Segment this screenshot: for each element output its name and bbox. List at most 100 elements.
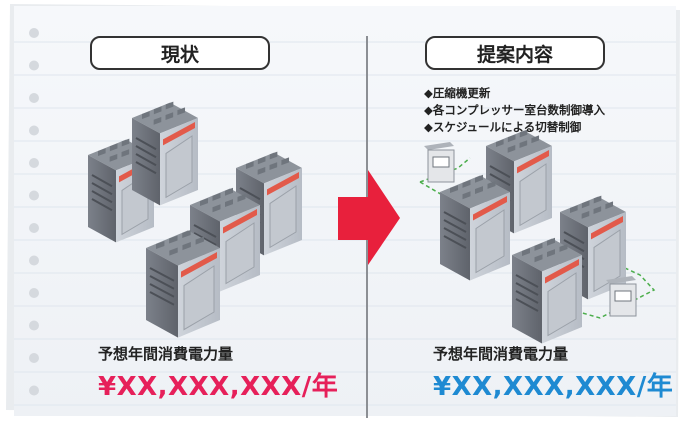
unit-vent (450, 185, 458, 193)
unit-vent (475, 174, 483, 183)
control-panel-icon (424, 142, 455, 183)
unit-vent (169, 235, 178, 244)
unit-side-grille (135, 153, 157, 167)
unit-side-grille (489, 173, 511, 187)
unit-side-grille (443, 235, 467, 249)
unit-vent (605, 201, 614, 210)
unit-vent (246, 161, 254, 170)
unit-vent (269, 162, 278, 170)
proposed-consumption-label: 予想年間消費電力量 (433, 345, 569, 363)
binder-hole (29, 28, 39, 38)
unit-front-panel (547, 272, 577, 337)
unit-side-grille (443, 219, 467, 233)
binder-hole (29, 255, 39, 266)
proposal-label: 提案内容 (425, 36, 605, 70)
unit-vent (212, 192, 221, 201)
unit-vent (496, 139, 504, 147)
binder-holes (29, 28, 39, 396)
unit-vent (534, 242, 543, 251)
unit-vent (547, 249, 555, 258)
network-line-3 (571, 261, 656, 319)
unit-indicator-stripe (517, 150, 549, 174)
unit-vent (109, 154, 118, 162)
unit-indicator-stripe (163, 122, 195, 146)
unit-side-grille (149, 283, 175, 298)
unit-side-grille (135, 145, 157, 159)
unit-vent (177, 107, 186, 116)
unit-vent (142, 111, 150, 119)
unit-side-grille (91, 198, 113, 212)
unit-indicator-stripe (223, 209, 257, 234)
right-arrow-icon (338, 170, 400, 265)
machines-layer (88, 101, 637, 344)
unit-front-panel (225, 222, 255, 285)
unit-vent (182, 229, 191, 238)
compressor-unit (88, 138, 154, 243)
unit-vent (257, 156, 266, 165)
unit-vent (507, 134, 516, 143)
unit-side-grille (489, 165, 511, 179)
unit-vent (109, 143, 118, 152)
unit-side-grille (193, 224, 217, 238)
binder-hole (29, 190, 39, 201)
unit-side-grille (91, 174, 113, 188)
unit-vent (522, 248, 530, 256)
panel-screen (614, 290, 632, 302)
unit-vent (581, 211, 590, 219)
unit-vent (153, 117, 162, 125)
unit-vent (581, 200, 590, 209)
unit-side-grille (135, 161, 157, 175)
unit-front-panel (475, 209, 505, 274)
unit-vent (570, 205, 578, 213)
unit-vent (475, 186, 483, 195)
panel-top (606, 276, 636, 284)
unit-side-grille (563, 231, 585, 245)
unit-vent (281, 157, 290, 166)
unit-vent (156, 240, 165, 249)
compressor-unit (512, 237, 582, 344)
current-consumption-value: ¥XX,XXX,XXX/年 (98, 372, 339, 402)
unit-vent (487, 180, 496, 189)
unit-vent (547, 237, 555, 246)
unit-vent (462, 191, 471, 200)
unit-vent (237, 193, 246, 202)
unit-vent (195, 236, 204, 245)
unit-indicator-stripe (545, 259, 579, 284)
unit-vent (534, 254, 543, 263)
unit-vent (200, 198, 208, 207)
current-state-label-text: 現状 (160, 43, 199, 66)
unit-side-grille (515, 290, 539, 304)
bullet-item: ◆スケジュールによる切替制御 (424, 120, 582, 134)
unit-indicator-stripe (181, 252, 217, 278)
unit-vent (593, 195, 602, 204)
binder-hole (29, 93, 39, 103)
current-consumption-label: 予想年間消費電力量 (98, 345, 234, 363)
unit-vent (269, 151, 278, 160)
unit-vent (462, 179, 471, 188)
binder-hole (29, 125, 39, 136)
proposal-bullets: ◆圧縮機更新 ◆各コンプレッサー室台数制御導入 ◆スケジュールによる切替制御 (424, 85, 605, 136)
unit-side-grille (91, 182, 113, 196)
unit-side-grille (563, 239, 585, 253)
binder-hole (29, 288, 39, 298)
unit-side-grille (443, 211, 467, 225)
bullet-item: ◆各コンプレッサー室台数制御導入 (424, 103, 605, 117)
unit-front-panel (593, 229, 621, 293)
unit-vent (153, 106, 162, 115)
unit-vent (257, 167, 266, 175)
unit-indicator-stripe (473, 196, 507, 221)
unit-indicator-stripe (591, 216, 623, 240)
compressor-unit (146, 229, 220, 338)
unit-side-grille (91, 190, 113, 204)
binder-hole (29, 385, 39, 396)
unit-vent (531, 135, 540, 144)
unit-vent (98, 148, 106, 157)
unit-vent (212, 204, 221, 213)
unit-front-panel (165, 135, 193, 199)
control-panel-icon (606, 276, 637, 317)
bullet-item: ◆圧縮機更新 (424, 86, 491, 100)
unit-vent (225, 187, 233, 196)
unit-side-grille (515, 298, 539, 312)
binder-hole (29, 60, 39, 71)
